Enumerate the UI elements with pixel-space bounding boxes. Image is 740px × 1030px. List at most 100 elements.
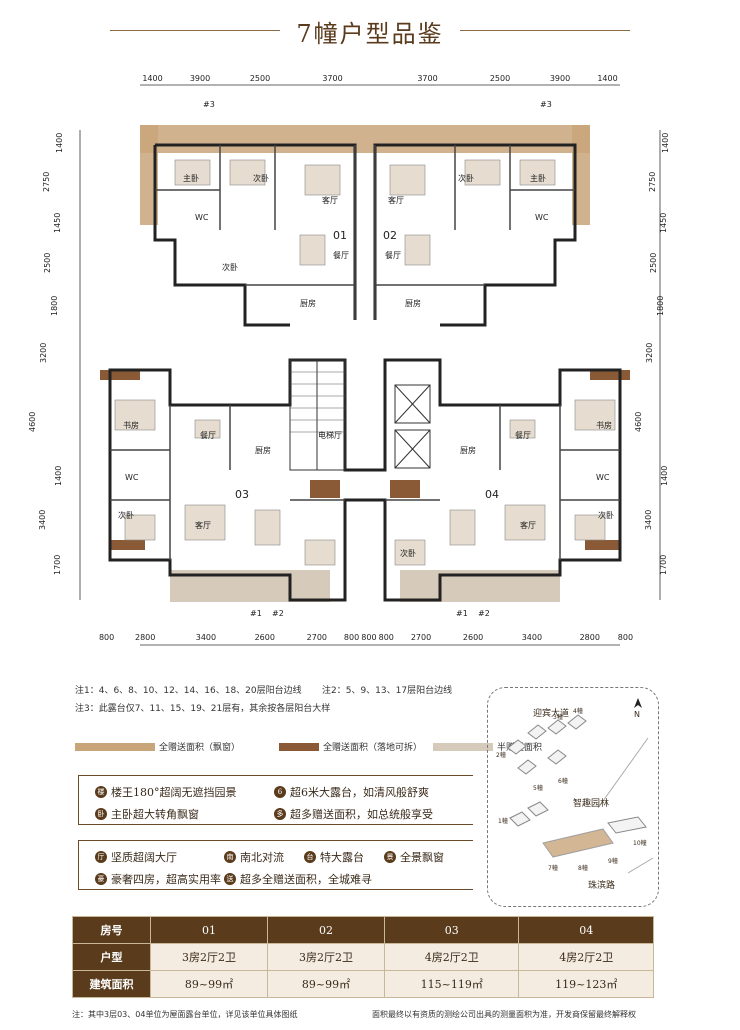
table-cell: 115~119㎡ — [383, 970, 520, 998]
room-label: 餐厅 — [515, 431, 531, 440]
legend: 全赠送面积（飘窗） 全赠送面积（落地可拆） 半赠送面积 — [75, 740, 542, 753]
feature-text: 坚质超阔大厅 — [111, 851, 177, 864]
room-label: 主卧 — [530, 174, 546, 183]
room-label: WC — [596, 473, 610, 482]
room-label: 次卧 — [118, 511, 134, 520]
dim-label: 3700 — [417, 74, 438, 83]
dim-label: 3900 — [549, 74, 571, 83]
table-row: 房号 01 02 03 04 — [72, 916, 654, 944]
feature-item: 豪 豪奢四房，超高实用率 — [95, 871, 221, 887]
plan-mark: #2 — [478, 609, 490, 618]
room-label: WC — [195, 213, 209, 222]
map-road-top: 迎宾大道 — [533, 709, 570, 719]
footer-note-right: 面积最终以有资质的测绘公司出具的测量面积为准，开发商保留最终解释权 — [372, 1010, 636, 1019]
dims-top: 1400 3900 2500 3700 3700 2500 3900 1400 — [140, 74, 620, 83]
table-cell: 3房2厅2卫 — [150, 943, 268, 971]
room-label: 次卧 — [253, 174, 269, 183]
room-label: 主卧 — [183, 174, 199, 183]
room-label: 次卧 — [222, 263, 238, 272]
unit-number: 01 — [333, 229, 347, 242]
dim-label: 3700 — [322, 74, 343, 83]
dim-label: 2800 — [135, 633, 156, 642]
room-label: 餐厅 — [200, 431, 216, 440]
map-building-label: 1幢 — [498, 818, 508, 825]
dim-label: 1400 — [142, 74, 163, 83]
plan-mark: #3 — [203, 100, 215, 109]
table-cell: 89~99㎡ — [150, 970, 268, 998]
room-label: 餐厅 — [385, 251, 401, 260]
map-building-label: 2幢 — [496, 752, 506, 759]
room-label: 厨房 — [300, 299, 316, 308]
map-building-label: 9幢 — [608, 858, 618, 865]
unit-number: 03 — [235, 488, 249, 501]
room-label: 餐厅 — [333, 251, 349, 260]
plan-mark: #1 — [456, 609, 468, 618]
feature-bullet-icon: 南 — [224, 851, 236, 863]
legend-label: 全赠送面积（落地可拆） — [323, 743, 423, 753]
dim-label: 3400 — [521, 633, 543, 642]
plan-mark: #2 — [272, 609, 284, 618]
dimension-lines — [79, 84, 661, 646]
table-row: 户型 3房2厅2卫 3房2厅2卫 4房2厅2卫 4房2厅2卫 — [72, 943, 654, 971]
room-label: 次卧 — [458, 174, 474, 183]
table-row: 建筑面积 89~99㎡ 89~99㎡ 115~119㎡ 119~123㎡ — [72, 970, 654, 998]
feature-bullet-icon: 6 — [274, 786, 286, 798]
dim-label: 800 — [343, 633, 360, 642]
floor-plan — [100, 125, 630, 602]
dim-label: 2600 — [254, 633, 275, 642]
site-map: 迎宾大道 智趣园林 珠滨路 N 2幢 3幢 4幢 1幢 7幢 8幢 9幢 10幢… — [487, 687, 659, 907]
table-cell: 3房2厅2卫 — [267, 943, 385, 971]
site-map-drawing — [507, 698, 654, 874]
room-label: 电梯厅 — [318, 431, 342, 440]
table-cell: 89~99㎡ — [267, 970, 385, 998]
dim-label: 2800 — [579, 633, 600, 642]
dim-label: 800 — [361, 633, 377, 642]
map-road-bottom: 珠滨路 — [588, 881, 616, 891]
dim-label: 800 — [378, 633, 394, 642]
feature-text: 超多全赠送面积，全城难寻 — [240, 873, 372, 886]
features-box-b: 厅 坚质超阔大厅 南 南北对流 台 特大露台 景 全景飘窗 豪 豪奢四房，超高实… — [78, 840, 473, 890]
room-label: 客厅 — [520, 521, 536, 530]
note-1: 注1：4、6、8、10、12、14、16、18、20层阳台边线 — [75, 686, 302, 696]
map-park: 智趣园林 — [573, 799, 610, 809]
note-3: 注3：此露台仅7、11、15、19、21层有，其余按各层阳台大样 — [75, 704, 331, 714]
table-header: 户型 — [72, 943, 151, 971]
table-cell: 03 — [383, 916, 520, 944]
table-cell: 4房2厅2卫 — [518, 943, 654, 971]
legend-swatch — [75, 742, 155, 751]
feature-bullet-icon: 送 — [224, 873, 236, 885]
feature-text: 特大露台 — [320, 851, 364, 864]
legend-label: 全赠送面积（飘窗） — [159, 743, 241, 753]
feature-text: 超多赠送面积，如总统般享受 — [290, 808, 433, 821]
room-label: 厨房 — [460, 446, 476, 455]
room-label: 客厅 — [388, 196, 404, 205]
feature-text: 超6米大露台，如清风般舒爽 — [290, 786, 429, 799]
feature-item: 多 超多赠送面积，如总统般享受 — [274, 806, 433, 822]
dim-label: 2500 — [489, 74, 511, 83]
feature-item: 送 超多全赠送面积，全城难寻 — [224, 871, 372, 887]
note-2: 注2：5、9、13、17层阳台边线 — [322, 686, 453, 696]
feature-text: 楼王180°超阔无遮挡园景 — [111, 786, 237, 799]
unit-number: 04 — [485, 488, 499, 501]
room-label: 书房 — [123, 421, 139, 430]
feature-text: 南北对流 — [240, 851, 284, 864]
feature-bullet-icon: 景 — [384, 851, 396, 863]
room-label: WC — [535, 213, 549, 222]
room-label: 书房 — [596, 421, 612, 430]
features-box-a: 楼 楼王180°超阔无遮挡园景 6 超6米大露台，如清风般舒爽 卧 主卧超大转角… — [78, 775, 473, 825]
room-label: 客厅 — [195, 521, 211, 530]
dim-label: 3400 — [195, 633, 217, 642]
map-building-label: 7幢 — [548, 865, 558, 872]
plan-labels: 01 02 03 04 #3 #3 #1 #2 #1 #2 主卧 次卧 客厅 餐… — [118, 100, 614, 618]
feature-bullet-icon: 卧 — [95, 808, 107, 820]
table-cell: 4房2厅2卫 — [383, 943, 520, 971]
map-building-label: 6幢 — [558, 778, 568, 785]
dim-label: 2700 — [410, 633, 432, 642]
table-cell: 04 — [518, 916, 654, 944]
room-label: 厨房 — [255, 446, 271, 455]
room-label: 次卧 — [400, 549, 416, 558]
feature-item: 厅 坚质超阔大厅 — [95, 849, 177, 865]
legend-swatch — [279, 742, 319, 751]
title-rule-left — [110, 30, 280, 31]
dim-label: 3900 — [189, 74, 211, 83]
